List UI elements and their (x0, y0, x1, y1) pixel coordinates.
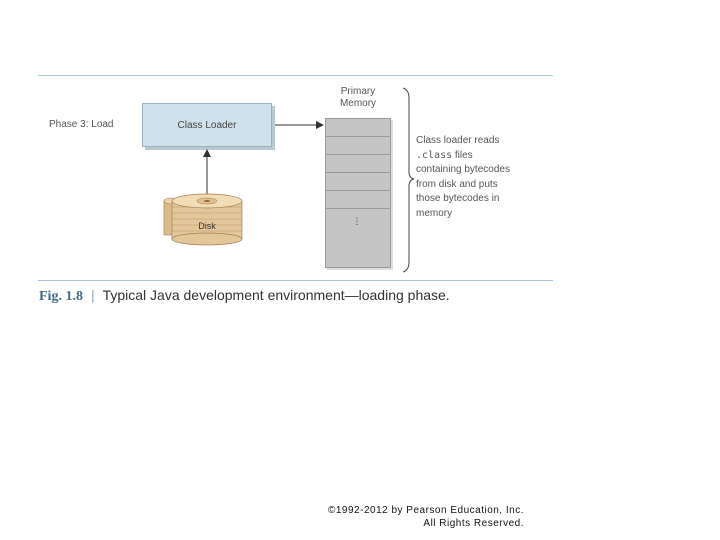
copyright-notice: ©1992-2012 by Pearson Education, Inc. Al… (318, 504, 524, 530)
copyright-line2: All Rights Reserved. (318, 517, 524, 530)
figure-caption: Fig. 1.8 | Typical Java development enviro… (39, 287, 450, 305)
disk-icon: Disk (164, 194, 242, 245)
caption-text: Typical Java development environment—loa… (103, 287, 450, 303)
copyright-line1: ©1992-2012 by Pearson Education, Inc. (318, 504, 524, 517)
caption-separator: | (91, 287, 95, 303)
disk-label: Disk (198, 221, 216, 231)
figure-number: Fig. 1.8 (39, 289, 83, 304)
bottom-rule (38, 280, 553, 281)
memory-brace (403, 88, 414, 272)
